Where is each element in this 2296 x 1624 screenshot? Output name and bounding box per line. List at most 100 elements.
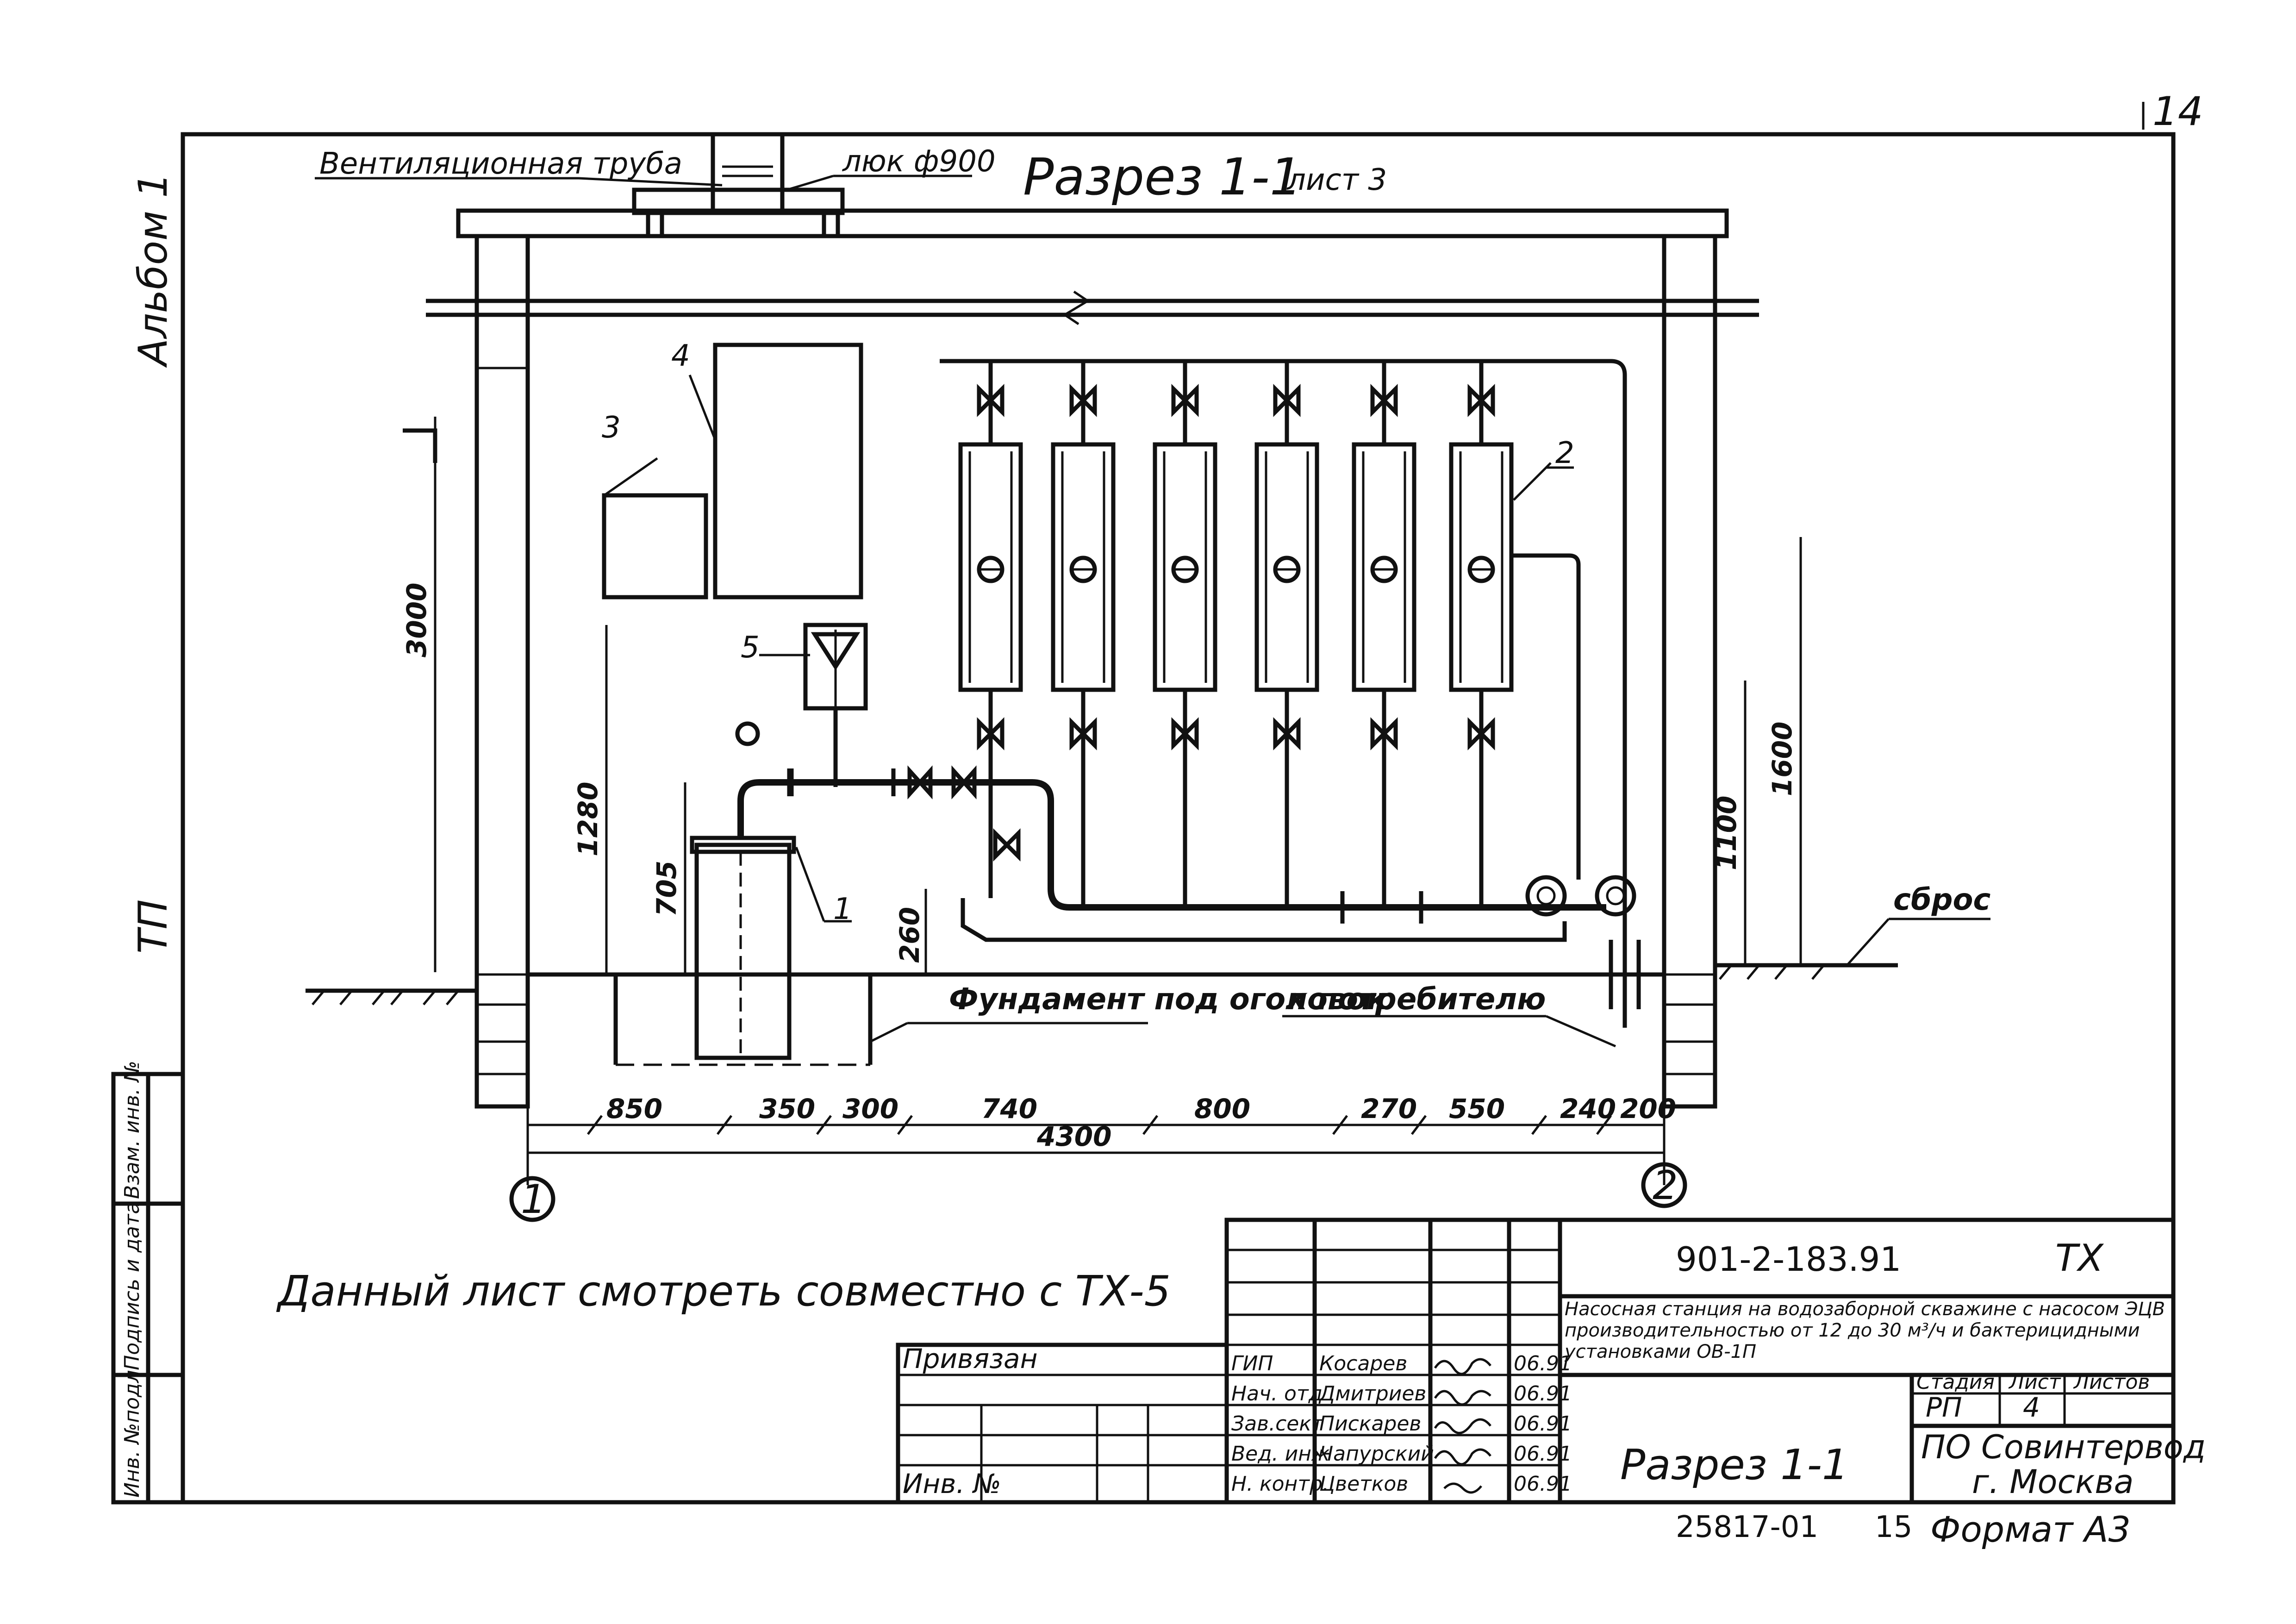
date-2: 06.91: [1514, 1412, 1572, 1436]
date-1: 06.91: [1514, 1382, 1572, 1405]
vent-pipe-label: Вентиляционная труба: [319, 147, 682, 181]
signature: [1443, 1482, 1482, 1494]
doc-mark: ТХ: [2055, 1237, 2104, 1280]
margin-cell-signature: Подпись и дата: [120, 1202, 144, 1370]
hatch-label: люк ф900: [842, 144, 996, 179]
doc-code: 901-2-183.91: [1676, 1240, 1901, 1279]
name-4: Цветков: [1319, 1472, 1408, 1496]
valve-icon: [951, 765, 977, 800]
title-block: Привязан Инв. № ГИП Косарев 06.91 Нач. о…: [896, 1218, 2206, 1505]
sheet-name: Разрез 1-1: [1620, 1441, 1848, 1489]
inv-label: Инв. №: [903, 1468, 1001, 1499]
signature: [1434, 1448, 1491, 1466]
svg-text:2: 2: [1653, 1162, 1678, 1209]
note-text: Данный лист смотреть совместно с ТХ-5: [276, 1267, 1171, 1316]
uv-unit: [1254, 361, 1319, 907]
dim-h-850: 850: [606, 1093, 662, 1124]
uv-unit: [1352, 361, 1416, 907]
dim-v-3000: 3000: [401, 583, 432, 657]
callouts: 1 2 3 4 5: [602, 339, 1574, 926]
dim-h-300: 300: [842, 1093, 898, 1124]
privyazan-label: Привязан: [903, 1343, 1038, 1374]
margin-strip: Инв. №подл Подпись и дата Взам. инв. №: [111, 1061, 185, 1505]
uv-unit: [958, 361, 1023, 898]
uv-unit: [1449, 361, 1514, 907]
role-1: Нач. отд: [1231, 1382, 1323, 1405]
dim-h-240: 240: [1560, 1093, 1616, 1124]
dim-h-270: 270: [1361, 1093, 1417, 1124]
role-0: ГИП: [1231, 1352, 1273, 1375]
name-0: Косарев: [1319, 1352, 1407, 1375]
return-pipe: [961, 898, 1567, 942]
signature: [1434, 1390, 1491, 1406]
dim-h-200: 200: [1620, 1093, 1676, 1124]
org-city: г. Москва: [1972, 1463, 2134, 1501]
foundation: [613, 974, 873, 1066]
role-4: Н. контр.: [1231, 1472, 1329, 1496]
album-label: Альбом 1: [130, 173, 176, 368]
name-2: Пискарев: [1319, 1412, 1421, 1436]
name-3: Чапурский: [1319, 1442, 1434, 1466]
pump-icon: [1525, 875, 1567, 917]
drawing-title: Разрез 1-1: [1023, 147, 1302, 206]
valve-icon: [907, 765, 933, 800]
supply-pipe: [737, 768, 1606, 924]
footer-number: 25817-01: [1676, 1510, 1818, 1544]
check-valve-icon: [993, 828, 1021, 862]
dosing-tank: [803, 623, 868, 787]
sheet-reference: лист 3: [1286, 163, 1387, 197]
name-1: Дмитриев: [1318, 1382, 1426, 1405]
role-3: Вед. инж: [1231, 1442, 1330, 1466]
dim-h-350: 350: [759, 1093, 815, 1124]
sheet-value: 4: [2023, 1392, 2040, 1423]
callout-2: 2: [1555, 436, 1574, 470]
date-0: 06.91: [1514, 1352, 1572, 1375]
discharge-pipe: [940, 359, 1627, 1028]
page-number: 14: [2152, 88, 2203, 135]
signature: [1434, 1358, 1491, 1375]
section-marker: [403, 428, 437, 463]
stage-value: РП: [1926, 1392, 1962, 1423]
margin-cell-replaced: Взам. инв. №: [120, 1061, 144, 1199]
equipment-3-cabinet: [602, 493, 708, 600]
stage-header: Стадия: [1916, 1370, 1995, 1394]
org-name: ПО Совинтервод: [1921, 1428, 2206, 1466]
svg-text:1: 1: [521, 1176, 546, 1223]
axis-marker-1: 1: [509, 1176, 555, 1223]
equipment-4-panel: [713, 343, 863, 600]
foundation-label: Фундамент под оголовок: [949, 982, 1387, 1017]
wellhead: [690, 836, 796, 1060]
footer-format: Формат А3: [1930, 1509, 2131, 1550]
sheet-header: Лист: [2008, 1370, 2061, 1394]
uv-unit: [1153, 361, 1217, 907]
callout-3: 3: [602, 411, 621, 445]
pump-icon: [1595, 875, 1636, 917]
dim-h-800: 800: [1194, 1093, 1250, 1124]
date-4: 06.91: [1514, 1472, 1572, 1496]
pressure-gauge-icon: [735, 721, 760, 746]
building-structure: [426, 208, 1759, 1109]
sheets-header: Листов: [2073, 1370, 2150, 1394]
dim-h-740: 740: [981, 1093, 1037, 1124]
margin-cell-inv: Инв. №подл: [120, 1370, 144, 1498]
vertical-dimensions: 3000 1280 705 260 1600 1100: [401, 417, 1802, 974]
uv-unit: [1051, 361, 1116, 907]
horizontal-dimensions: 850 350 300 740 800 270 550 240 200 4300: [526, 1093, 1676, 1185]
dim-v-705: 705: [651, 861, 682, 917]
dim-v-1100: 1100: [1711, 796, 1742, 870]
uv-units: [958, 361, 1581, 907]
date-3: 06.91: [1514, 1442, 1572, 1466]
footer-page: 15: [1875, 1510, 1912, 1544]
dim-h-550: 550: [1449, 1093, 1505, 1124]
axis-marker-2: 2: [1641, 1162, 1687, 1209]
signature: [1434, 1418, 1491, 1434]
callout-5: 5: [741, 631, 760, 665]
consumer-label: к потребителю: [1287, 982, 1546, 1017]
dim-v-1280: 1280: [572, 782, 604, 856]
discharge-label: сброс: [1893, 883, 1990, 917]
tp-label: ТП: [130, 899, 176, 954]
callout-4: 4: [671, 339, 690, 373]
dim-v-260: 260: [894, 907, 925, 963]
dim-h-total: 4300: [1036, 1121, 1111, 1152]
